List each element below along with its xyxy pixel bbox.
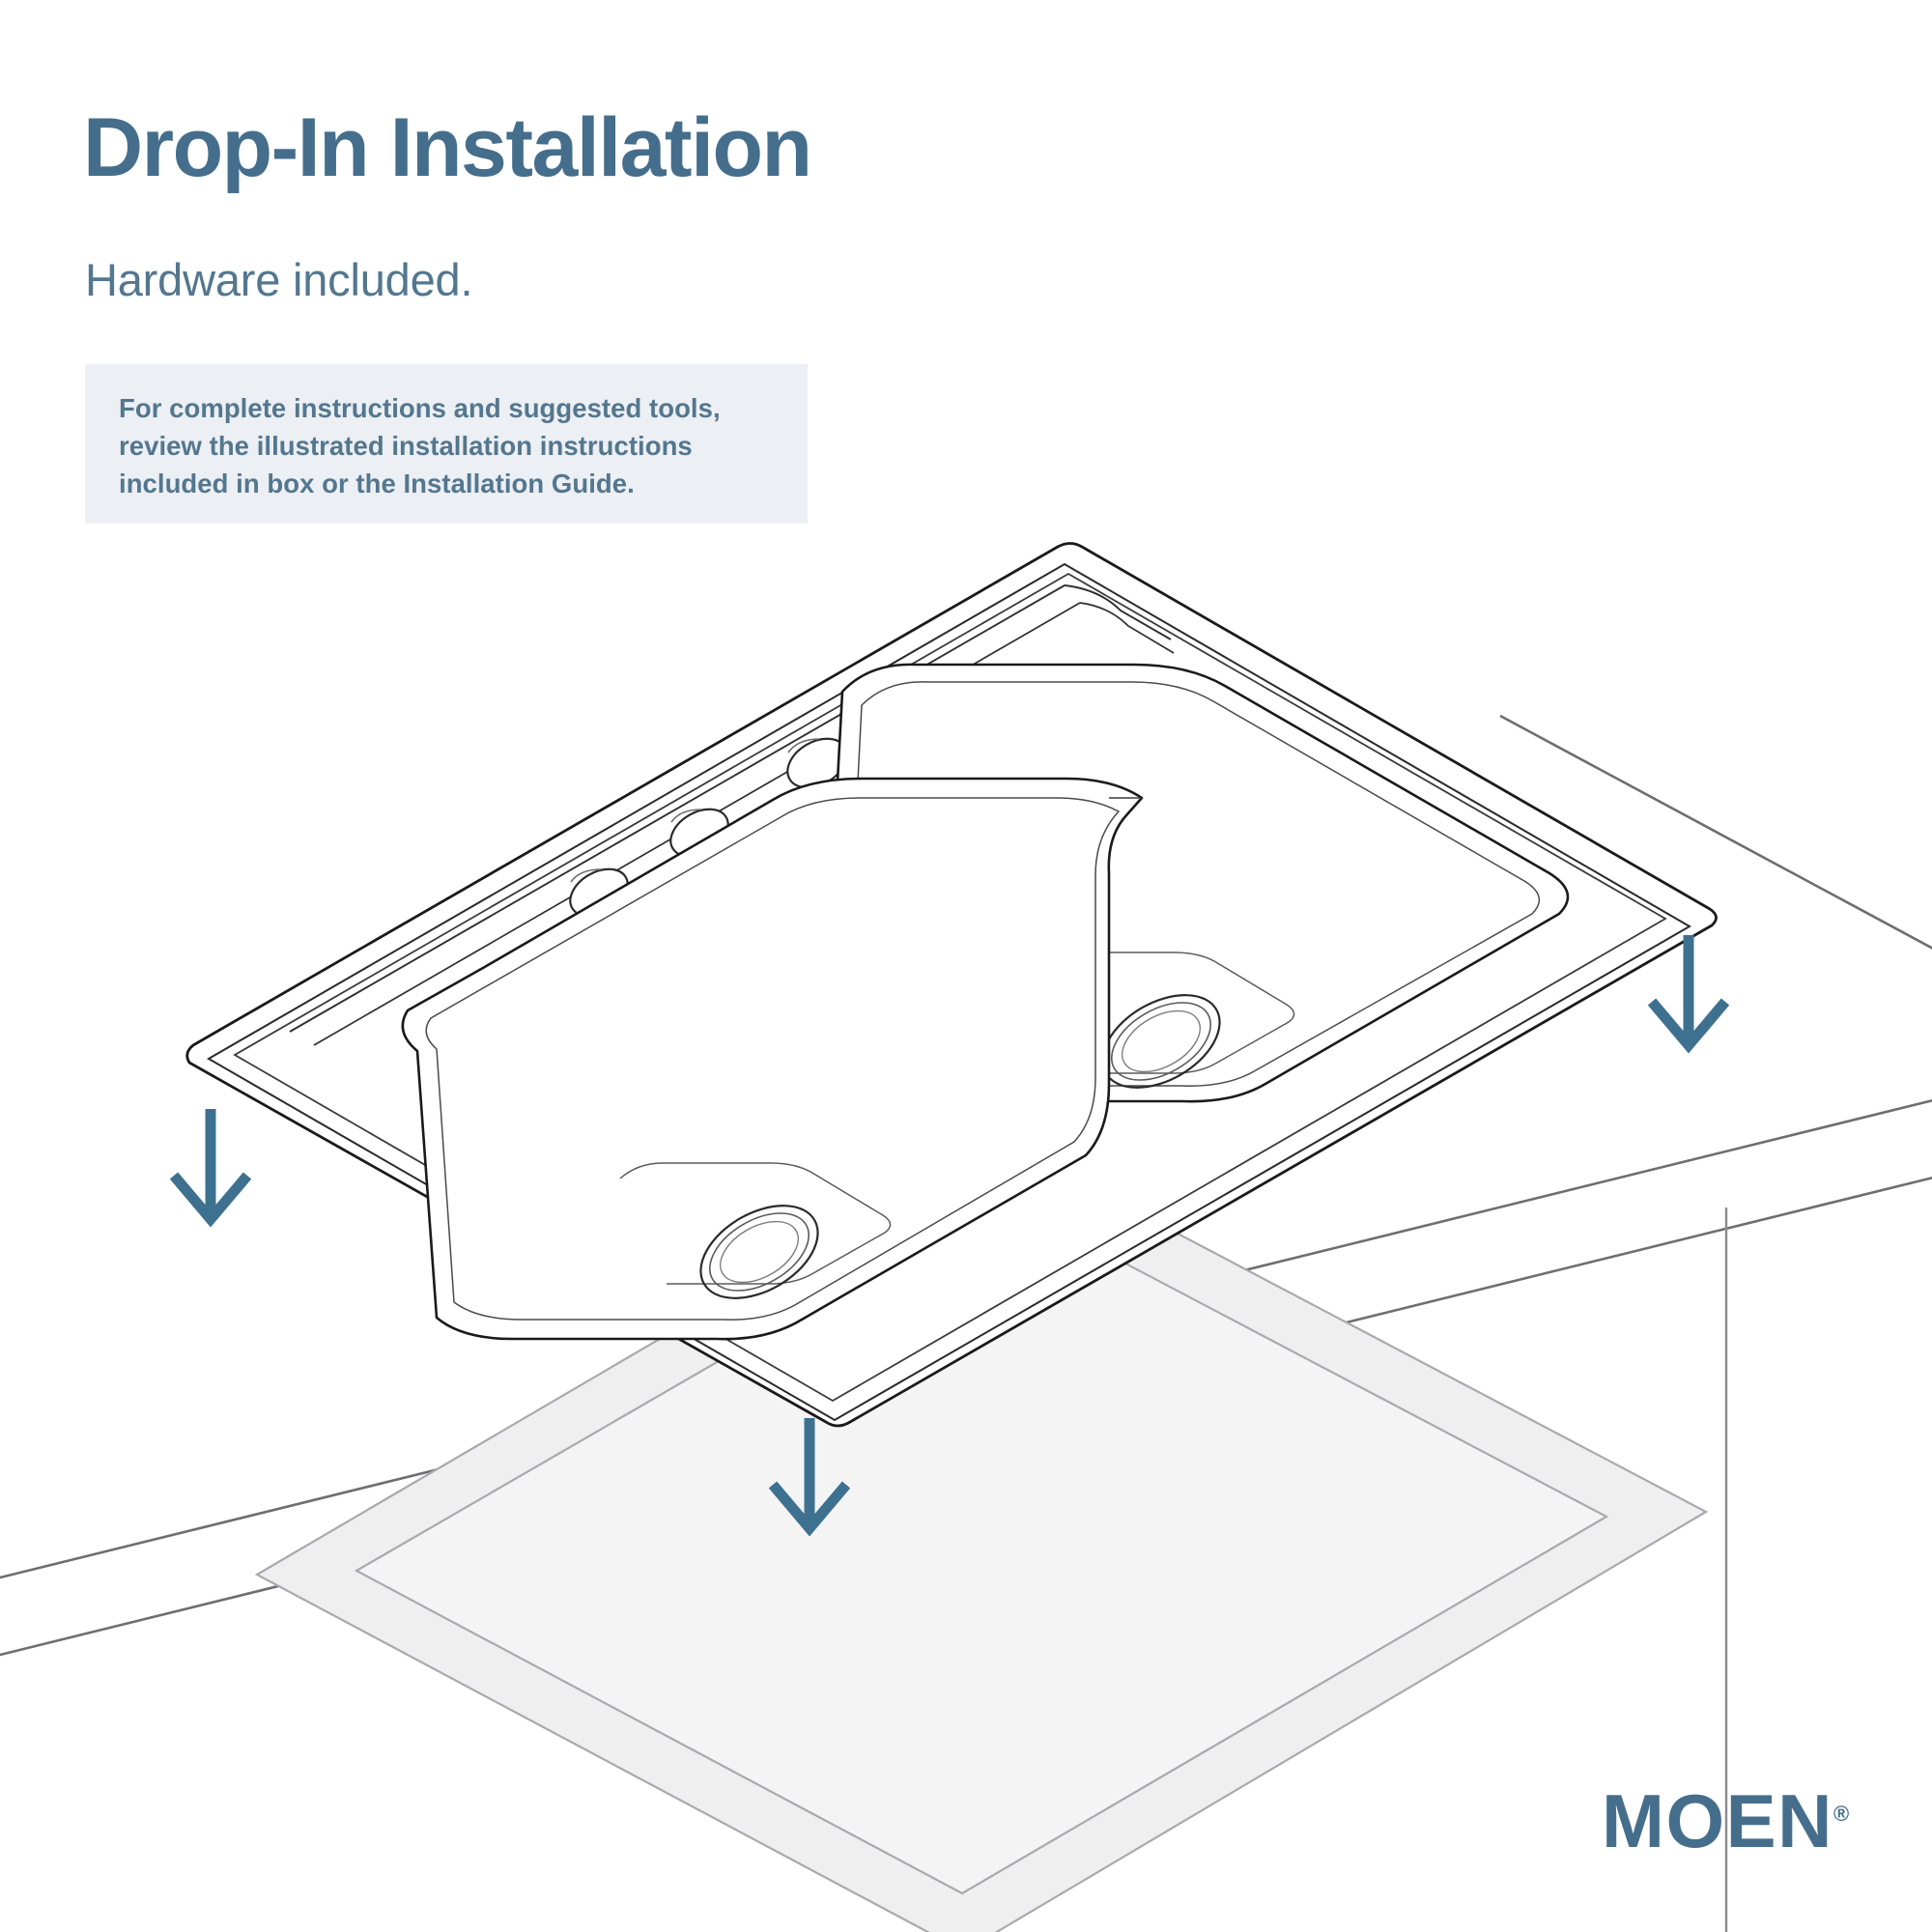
info-callout-text: For complete instructions and suggested … — [119, 393, 721, 498]
page-subtitle: Hardware included. — [85, 254, 473, 305]
left-bowl — [401, 777, 1144, 1341]
moen-wordmark: MOEN — [1602, 1778, 1833, 1863]
page-title: Drop-In Installation — [83, 101, 812, 194]
left-drain — [699, 1205, 819, 1299]
info-callout-box — [85, 364, 808, 524]
moen-logo: MOEN® — [1602, 1783, 1849, 1859]
drop-arrow-left — [169, 1109, 252, 1228]
registered-trademark-icon: ® — [1833, 1802, 1850, 1826]
drop-arrow-right — [1647, 935, 1730, 1054]
drop-arrow-center — [768, 1418, 851, 1537]
